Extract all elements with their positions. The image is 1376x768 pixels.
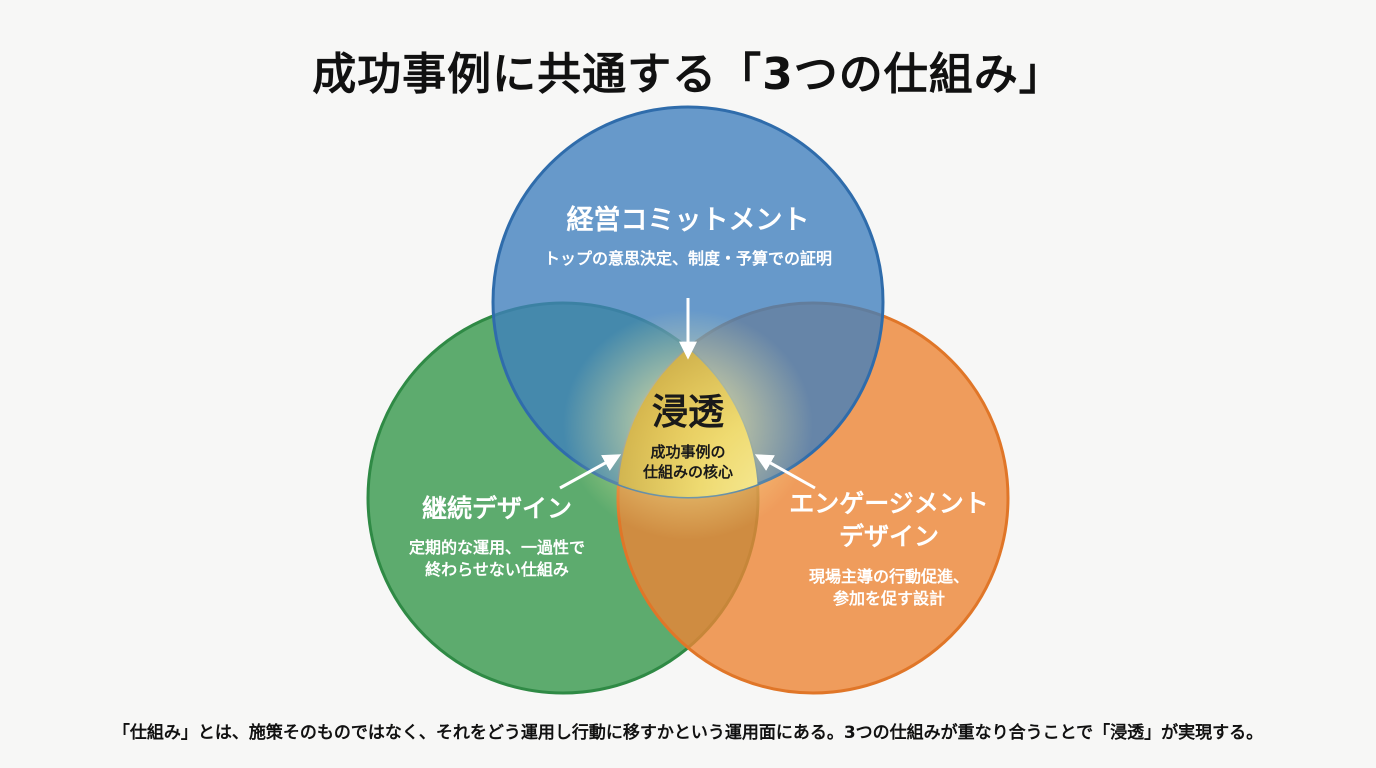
arrow-from-left	[559, 454, 622, 490]
footer-note: 「仕組み」とは、施策そのものではなく、それをどう運用し行動に移すかという運用面に…	[112, 723, 1264, 743]
core-subtitle-1: 成功事例の	[650, 443, 725, 461]
left-circle-title: 継続デザイン	[422, 494, 572, 523]
core-subtitle-2: 仕組みの核心	[642, 463, 733, 481]
arrow-from-right	[754, 454, 816, 490]
core-title: 浸透	[652, 392, 725, 433]
top-circle-title: 経営コミットメント	[567, 204, 810, 236]
core-region	[618, 303, 758, 497]
right-circle-subtitle-1: 現場主導の行動促進、	[809, 567, 969, 586]
top-circle-subtitle: トップの意思決定、制度・予算での証明	[544, 249, 832, 268]
right-circle-subtitle-2: 参加を促す設計	[833, 589, 945, 608]
page-title: 成功事例に共通する「3つの仕組み」	[312, 49, 1064, 100]
left-circle-subtitle-1: 定期的な運用、一過性で	[408, 538, 585, 557]
right-circle-title-1: エンゲージメント	[789, 489, 989, 518]
right-circle-title-2: デザイン	[839, 522, 939, 551]
left-circle-subtitle-2: 終わらせない仕組み	[425, 560, 569, 579]
